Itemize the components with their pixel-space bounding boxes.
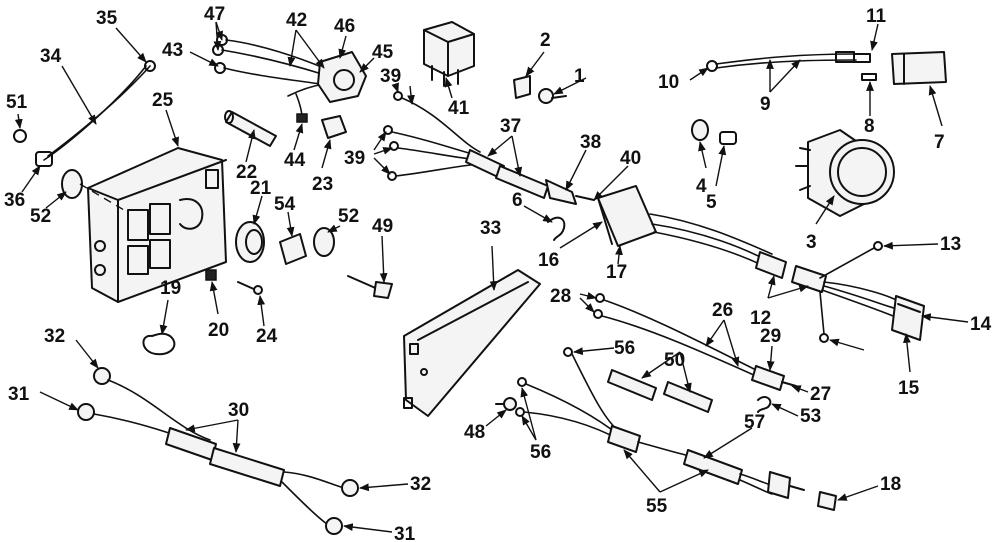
callout-53: 53 [800, 406, 821, 427]
callout-24: 24 [256, 326, 278, 347]
callout-42: 42 [286, 10, 307, 31]
callout-31a: 31 [8, 384, 30, 405]
callout-11: 11 [866, 6, 887, 27]
callout-37: 37 [500, 116, 521, 137]
callout-3: 3 [806, 232, 817, 253]
gauge [795, 129, 895, 217]
callout-38: 38 [580, 132, 601, 153]
connector-plug-17 [547, 185, 925, 343]
callout-2: 2 [540, 30, 551, 51]
callout-33: 33 [480, 218, 501, 239]
callout-32a: 32 [44, 326, 65, 347]
callout-47: 47 [204, 4, 225, 25]
wire-harness-37 [383, 91, 595, 205]
callout-20: 20 [208, 320, 229, 341]
clip-and-screw [513, 75, 567, 104]
callout-56b: 56 [530, 442, 551, 463]
callout-23: 23 [312, 174, 333, 195]
callout-44: 44 [284, 150, 306, 171]
callout-56a: 56 [614, 338, 635, 359]
callout-19: 19 [160, 278, 181, 299]
callout-18: 18 [880, 474, 901, 495]
callout-39b: 39 [344, 148, 365, 169]
callout-7: 7 [934, 132, 945, 153]
callout-21: 21 [250, 178, 272, 199]
callout-36: 36 [4, 190, 25, 211]
callout-13: 13 [940, 234, 961, 255]
cover-plate [403, 269, 541, 417]
ground-strap [13, 60, 156, 211]
grommet-and-bolt [235, 221, 393, 299]
callout-14: 14 [970, 314, 992, 335]
callout-40: 40 [620, 148, 641, 169]
callout-8: 8 [864, 116, 875, 137]
callout-9: 9 [760, 94, 771, 115]
callout-57: 57 [744, 412, 765, 433]
callout-32b: 32 [410, 474, 431, 495]
callout-46: 46 [334, 16, 355, 37]
callout-30: 30 [228, 400, 249, 421]
terminal-box-housing [87, 147, 227, 303]
callout-10: 10 [658, 72, 679, 93]
callout-50: 50 [664, 350, 685, 371]
callout-49: 49 [372, 216, 393, 237]
callout-6: 6 [512, 190, 523, 211]
bulb-socket [691, 119, 737, 145]
callout-4: 4 [696, 176, 707, 197]
callout-26: 26 [712, 300, 733, 321]
callout-41: 41 [448, 98, 470, 119]
sender-wire-and-boot [706, 51, 947, 85]
callout-25: 25 [152, 90, 174, 111]
callout-28: 28 [550, 286, 571, 307]
callout-39a: 39 [380, 66, 401, 87]
leader-lines [14, 21, 969, 533]
callout-31b: 31 [394, 524, 416, 542]
relay [423, 21, 475, 87]
callout-35: 35 [96, 8, 118, 29]
callout-12: 12 [750, 308, 771, 329]
callout-48: 48 [464, 422, 485, 443]
callout-29: 29 [760, 326, 781, 347]
callout-5: 5 [706, 192, 717, 213]
callout-15: 15 [898, 378, 920, 399]
callout-52b: 52 [338, 206, 359, 227]
callout-16: 16 [538, 250, 559, 271]
callout-17: 17 [606, 262, 627, 283]
callout-labels: 1 2 3 4 5 6 7 8 9 10 11 12 13 14 15 16 1… [4, 4, 992, 542]
callout-22: 22 [236, 162, 257, 183]
callout-1: 1 [574, 66, 585, 87]
callout-52a: 52 [30, 206, 51, 227]
callout-45: 45 [372, 42, 394, 63]
callout-55: 55 [646, 496, 668, 517]
upper-left-small-parts [224, 93, 347, 147]
switch-harness [515, 347, 837, 511]
callout-51: 51 [6, 92, 28, 113]
clip-53-screw-48 [495, 396, 772, 413]
battery-cables [77, 367, 359, 535]
callout-34: 34 [40, 46, 62, 67]
sleeves-50 [607, 369, 713, 413]
callout-27: 27 [810, 384, 831, 405]
callout-43: 43 [162, 40, 183, 61]
callout-54: 54 [274, 194, 296, 215]
